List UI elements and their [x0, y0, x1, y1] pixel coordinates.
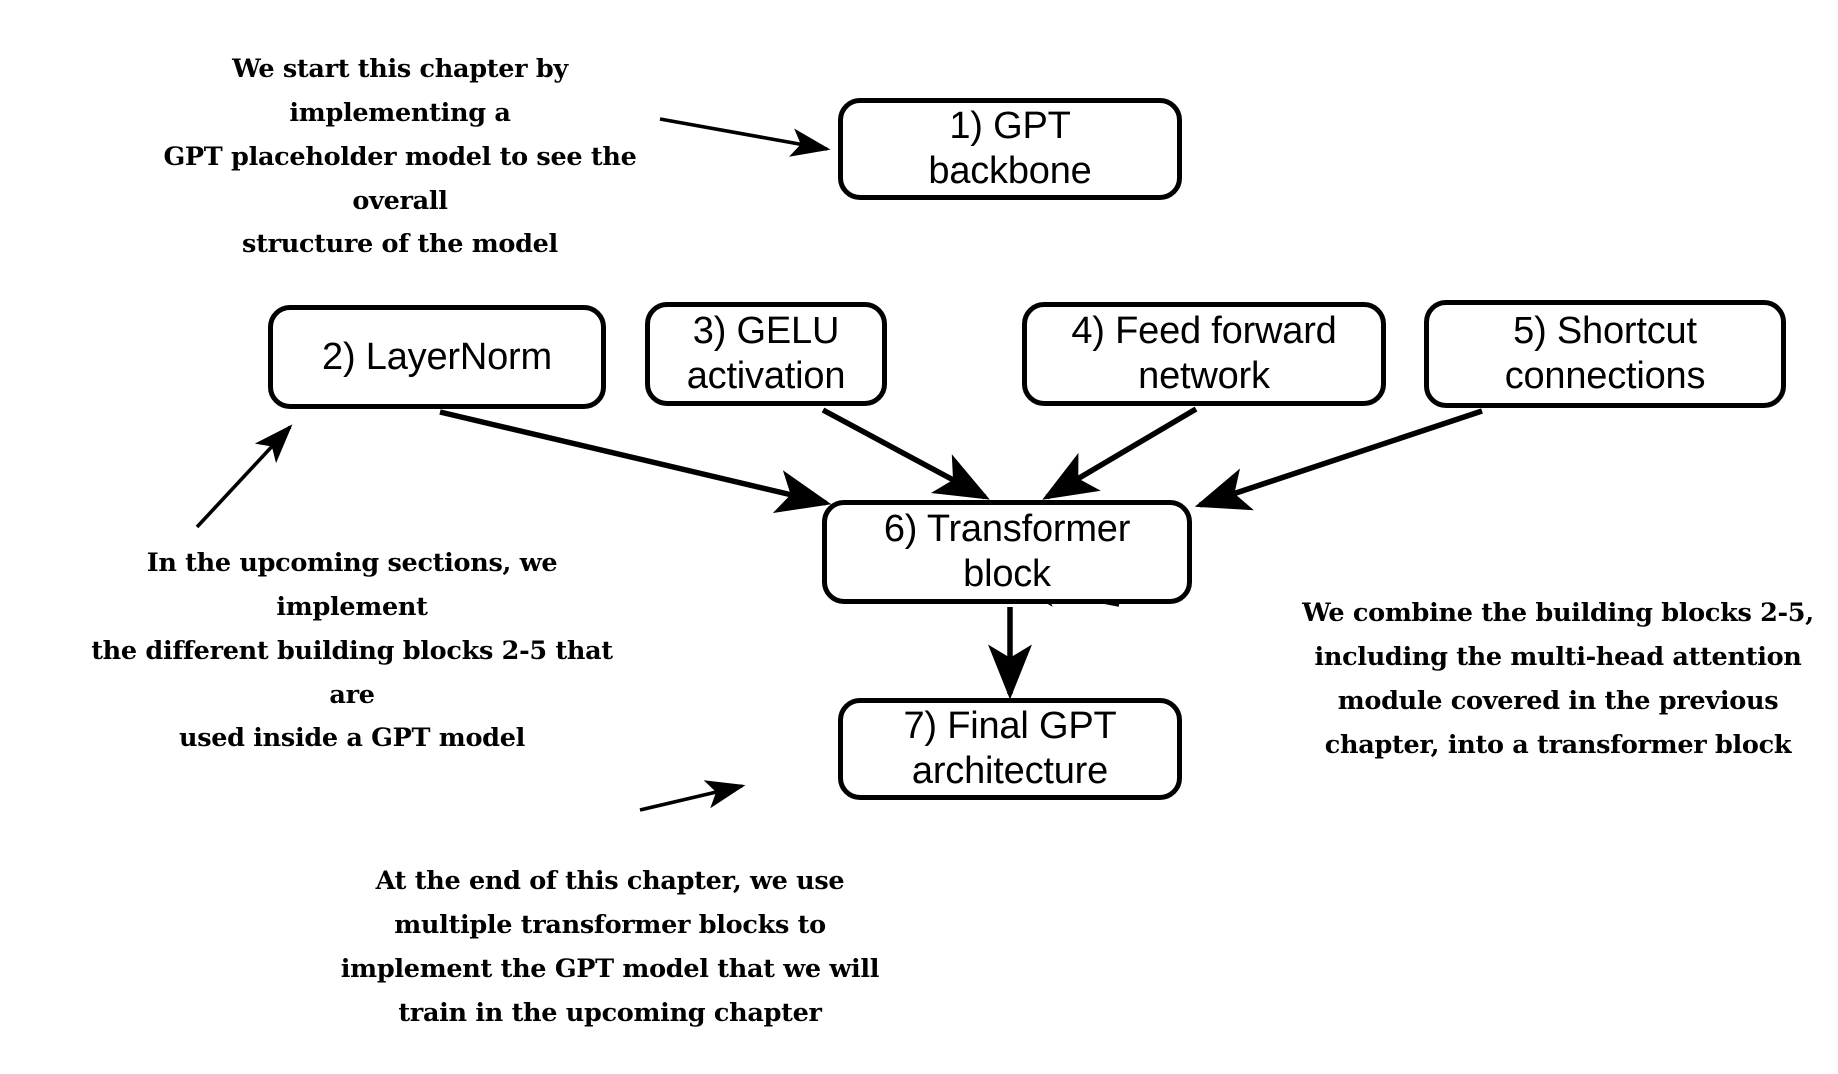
edge-intro-note-to-gpt-backbone [659, 117, 831, 157]
node-gelu-activation[interactable]: 3) GELU activation [645, 302, 887, 406]
edge-shortcut-to-transformer-block [1194, 408, 1483, 511]
node-final-gpt-architecture[interactable]: 7) Final GPT architecture [838, 698, 1182, 800]
edge-final-model-note-to-final-gpt [639, 780, 746, 812]
annotation-final-model-note: At the end of this chapter, we use multi… [340, 866, 880, 1028]
node-feed-forward-network[interactable]: 4) Feed forward network [1022, 302, 1386, 406]
annotation-intro-note: We start this chapter by implementing a … [163, 54, 637, 260]
node-layernorm[interactable]: 2) LayerNorm [268, 305, 606, 409]
annotation-building-blocks-note: In the upcoming sections, we implement t… [91, 548, 613, 754]
annotation-transformer-block-note: We combine the building blocks 2-5, incl… [1302, 598, 1814, 760]
node-transformer-block[interactable]: 6) Transformer block [822, 500, 1192, 604]
edge-layernorm-to-transformer-block [439, 409, 832, 514]
node-gpt-backbone[interactable]: 1) GPT backbone [838, 98, 1182, 200]
edge-gelu-to-transformer-block [821, 407, 990, 500]
edge-feed-forward-to-transformer-block [1042, 406, 1198, 500]
edge-building-blocks-note-to-layernorm [195, 424, 293, 529]
node-shortcut-connections[interactable]: 5) Shortcut connections [1424, 300, 1786, 408]
